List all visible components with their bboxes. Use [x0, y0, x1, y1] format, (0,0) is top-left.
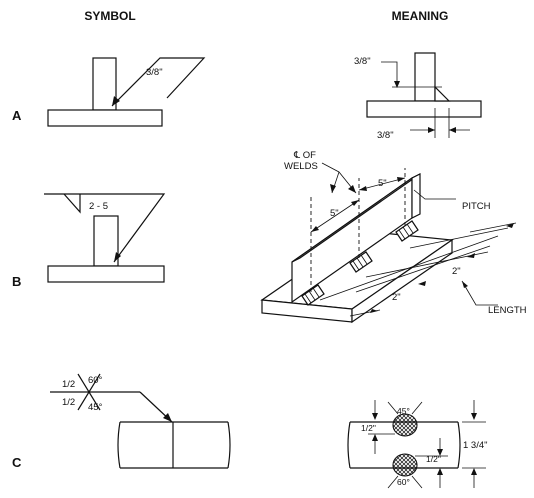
leader-line — [413, 189, 456, 200]
tee-stem — [92, 57, 117, 111]
dim-arrow — [471, 468, 477, 475]
row-b-pitch-dim-2: 5" — [378, 178, 387, 189]
row-b-symbol-text: 2 - 5 — [89, 201, 108, 212]
row-c-meaning-thickness: 1 3/4" — [463, 440, 488, 451]
dim-arrow — [370, 309, 378, 313]
row-c-label: C — [12, 455, 22, 470]
weld-bead-top — [392, 413, 418, 437]
length-ext-line — [355, 245, 491, 293]
row-c-meaning-depth-2: 1/2" — [426, 454, 441, 464]
leader-arrow — [330, 184, 336, 193]
tee-base — [47, 109, 163, 127]
angle-line — [387, 475, 399, 489]
row-a-meaning-size-v: 3/8" — [354, 56, 371, 67]
row-a-label: A — [12, 108, 22, 123]
dim-arrow — [471, 413, 477, 420]
length-ext-line — [365, 251, 489, 278]
tee-stem — [93, 215, 119, 267]
dim-arrow — [372, 434, 378, 441]
dim-arrow — [449, 127, 456, 133]
row-c-symbol: 1/2 60° 1/2 45° — [50, 373, 231, 469]
row-a-symbol-size: 3/8" — [146, 67, 163, 78]
dim-arrow — [506, 223, 514, 228]
base-plate-side — [351, 238, 453, 324]
row-c-meaning-depth-1: 1/2" — [361, 423, 376, 433]
angle-line — [411, 475, 423, 489]
row-c-meaning-angle-top: 45° — [397, 406, 410, 416]
row-a-meaning-size-h: 3/8" — [377, 130, 394, 141]
dim-arrow — [418, 281, 426, 286]
dim-arrow — [394, 81, 400, 88]
web-end — [411, 173, 421, 219]
groove-symbol — [77, 373, 101, 411]
leader-arrow — [348, 185, 356, 193]
break-line — [117, 421, 121, 469]
pitch-dim-line — [358, 177, 406, 191]
length-ext-line — [409, 227, 509, 249]
arrow-head — [163, 413, 172, 422]
row-b-pitch-dim-1: 5" — [330, 208, 339, 219]
dim-leader-vertical — [381, 61, 398, 86]
break-line — [457, 421, 461, 469]
dim-arrow — [311, 226, 319, 232]
reference-line — [44, 193, 166, 263]
dim-arrow — [351, 200, 359, 206]
symbol-column-header: SYMBOL — [84, 9, 135, 23]
leader-arrow — [462, 281, 468, 288]
break-line — [227, 421, 231, 469]
break-line — [347, 421, 351, 469]
meaning-column-header: MEANING — [392, 9, 449, 23]
dim-arrow — [397, 177, 405, 182]
weld-bead — [301, 284, 325, 306]
dim-arrow — [428, 127, 435, 133]
weld-bead-bottom — [392, 453, 418, 477]
row-c-meaning-angle-bottom: 60° — [397, 477, 410, 487]
fillet-weld-symbol — [63, 193, 81, 214]
row-b-meaning: ℄ OF WELDS 5" 5" PITCH 2" 2" LENGTH — [260, 150, 527, 324]
tee-base — [47, 265, 165, 283]
arrow-head — [114, 252, 121, 262]
dim-arrow — [437, 468, 443, 475]
row-c-lower-angle: 45° — [88, 402, 103, 413]
weld-bead — [395, 220, 419, 242]
dim-arrow — [359, 186, 367, 191]
row-b-label: B — [12, 274, 21, 289]
dim-arrow — [437, 449, 443, 456]
row-b-symbol: 2 - 5 — [44, 193, 166, 283]
arrow-head — [112, 96, 120, 106]
row-b-length-dim-2: 2" — [392, 292, 401, 303]
leader-line — [461, 280, 498, 306]
length-dim-line — [469, 222, 517, 233]
fillet-weld — [434, 85, 451, 102]
tee-base — [366, 100, 482, 118]
angle-line — [411, 401, 423, 415]
dim-arrow — [467, 253, 475, 258]
pitch-dim-line — [310, 199, 360, 233]
row-c-lower-size: 1/2 — [62, 397, 75, 408]
row-b-length-label: LENGTH — [488, 305, 527, 316]
row-b-welds: WELDS — [284, 161, 318, 172]
weld-bead — [349, 251, 373, 273]
row-a-symbol: 3/8" — [47, 57, 206, 127]
row-b-length-dim-1: 2" — [452, 266, 461, 277]
row-c-upper-angle: 60° — [88, 375, 103, 386]
butt-joint-plates — [120, 421, 228, 469]
dim-arrow — [372, 413, 378, 420]
row-b-cl-of: ℄ OF — [293, 150, 316, 161]
row-b-pitch-label: PITCH — [462, 201, 491, 212]
tee-stem — [414, 52, 436, 102]
row-a-meaning: 3/8" 3/8" — [354, 52, 482, 141]
row-c-meaning: 45° 60° 1/2" 1/2" 1 3/4" — [347, 400, 488, 489]
angle-line — [387, 401, 399, 415]
reference-line — [111, 57, 206, 107]
row-c-upper-size: 1/2 — [62, 379, 75, 390]
